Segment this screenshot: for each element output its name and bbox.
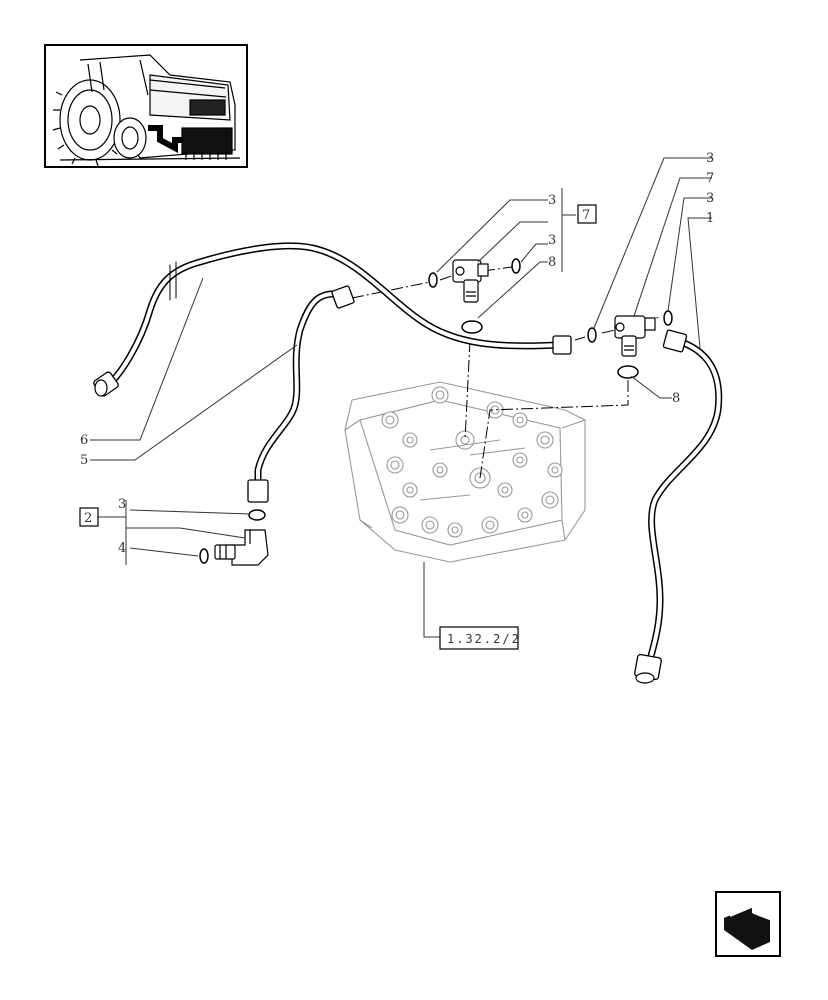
callout-6[interactable]: 6 [80,433,88,448]
tee-fitting-upper[interactable] [452,259,489,303]
tee-fitting-right[interactable] [614,315,656,357]
callout-3-a[interactable]: 3 [548,193,556,208]
callout-1[interactable]: 1 [706,211,714,226]
pipe-6[interactable] [93,242,572,397]
callout-group-top-left: 7 3 3 8 [548,193,597,270]
elbow-fitting-lower[interactable] [214,529,269,566]
callout-3-e[interactable]: 3 [118,497,126,512]
callout-group-bottom-left: 2 3 4 [79,497,126,556]
callout-box-2[interactable] [79,507,99,527]
next-page-arrow-icon [724,904,773,950]
callout-7[interactable]: 7 [706,171,714,186]
callout-3-b[interactable]: 3 [548,233,556,248]
callout-4[interactable]: 4 [118,541,126,556]
callout-8-b[interactable]: 8 [672,391,680,406]
callout-box-7[interactable] [577,204,597,224]
callout-7-boxed: 7 [582,208,590,223]
callout-stack-right: 3 7 3 1 8 [672,151,714,406]
pipe-5[interactable] [247,285,355,503]
reference-label: 1.32.2/2 [447,632,521,646]
callout-3-c[interactable]: 3 [706,151,714,166]
tractor-location-icon [52,54,241,167]
pipe-1[interactable] [634,329,723,684]
reference-link[interactable]: 1.32.2/2 [439,626,521,650]
callout-5[interactable]: 5 [80,453,88,468]
callout-2-boxed: 2 [84,511,92,526]
valve-block [344,381,586,563]
callout-8-a[interactable]: 8 [548,255,556,270]
leader-lines [90,157,712,638]
next-page-button[interactable] [715,891,781,957]
tractor-thumbnail[interactable] [44,44,248,168]
callout-left-pipes: 6 5 [80,433,88,468]
callout-3-d[interactable]: 3 [706,191,714,206]
